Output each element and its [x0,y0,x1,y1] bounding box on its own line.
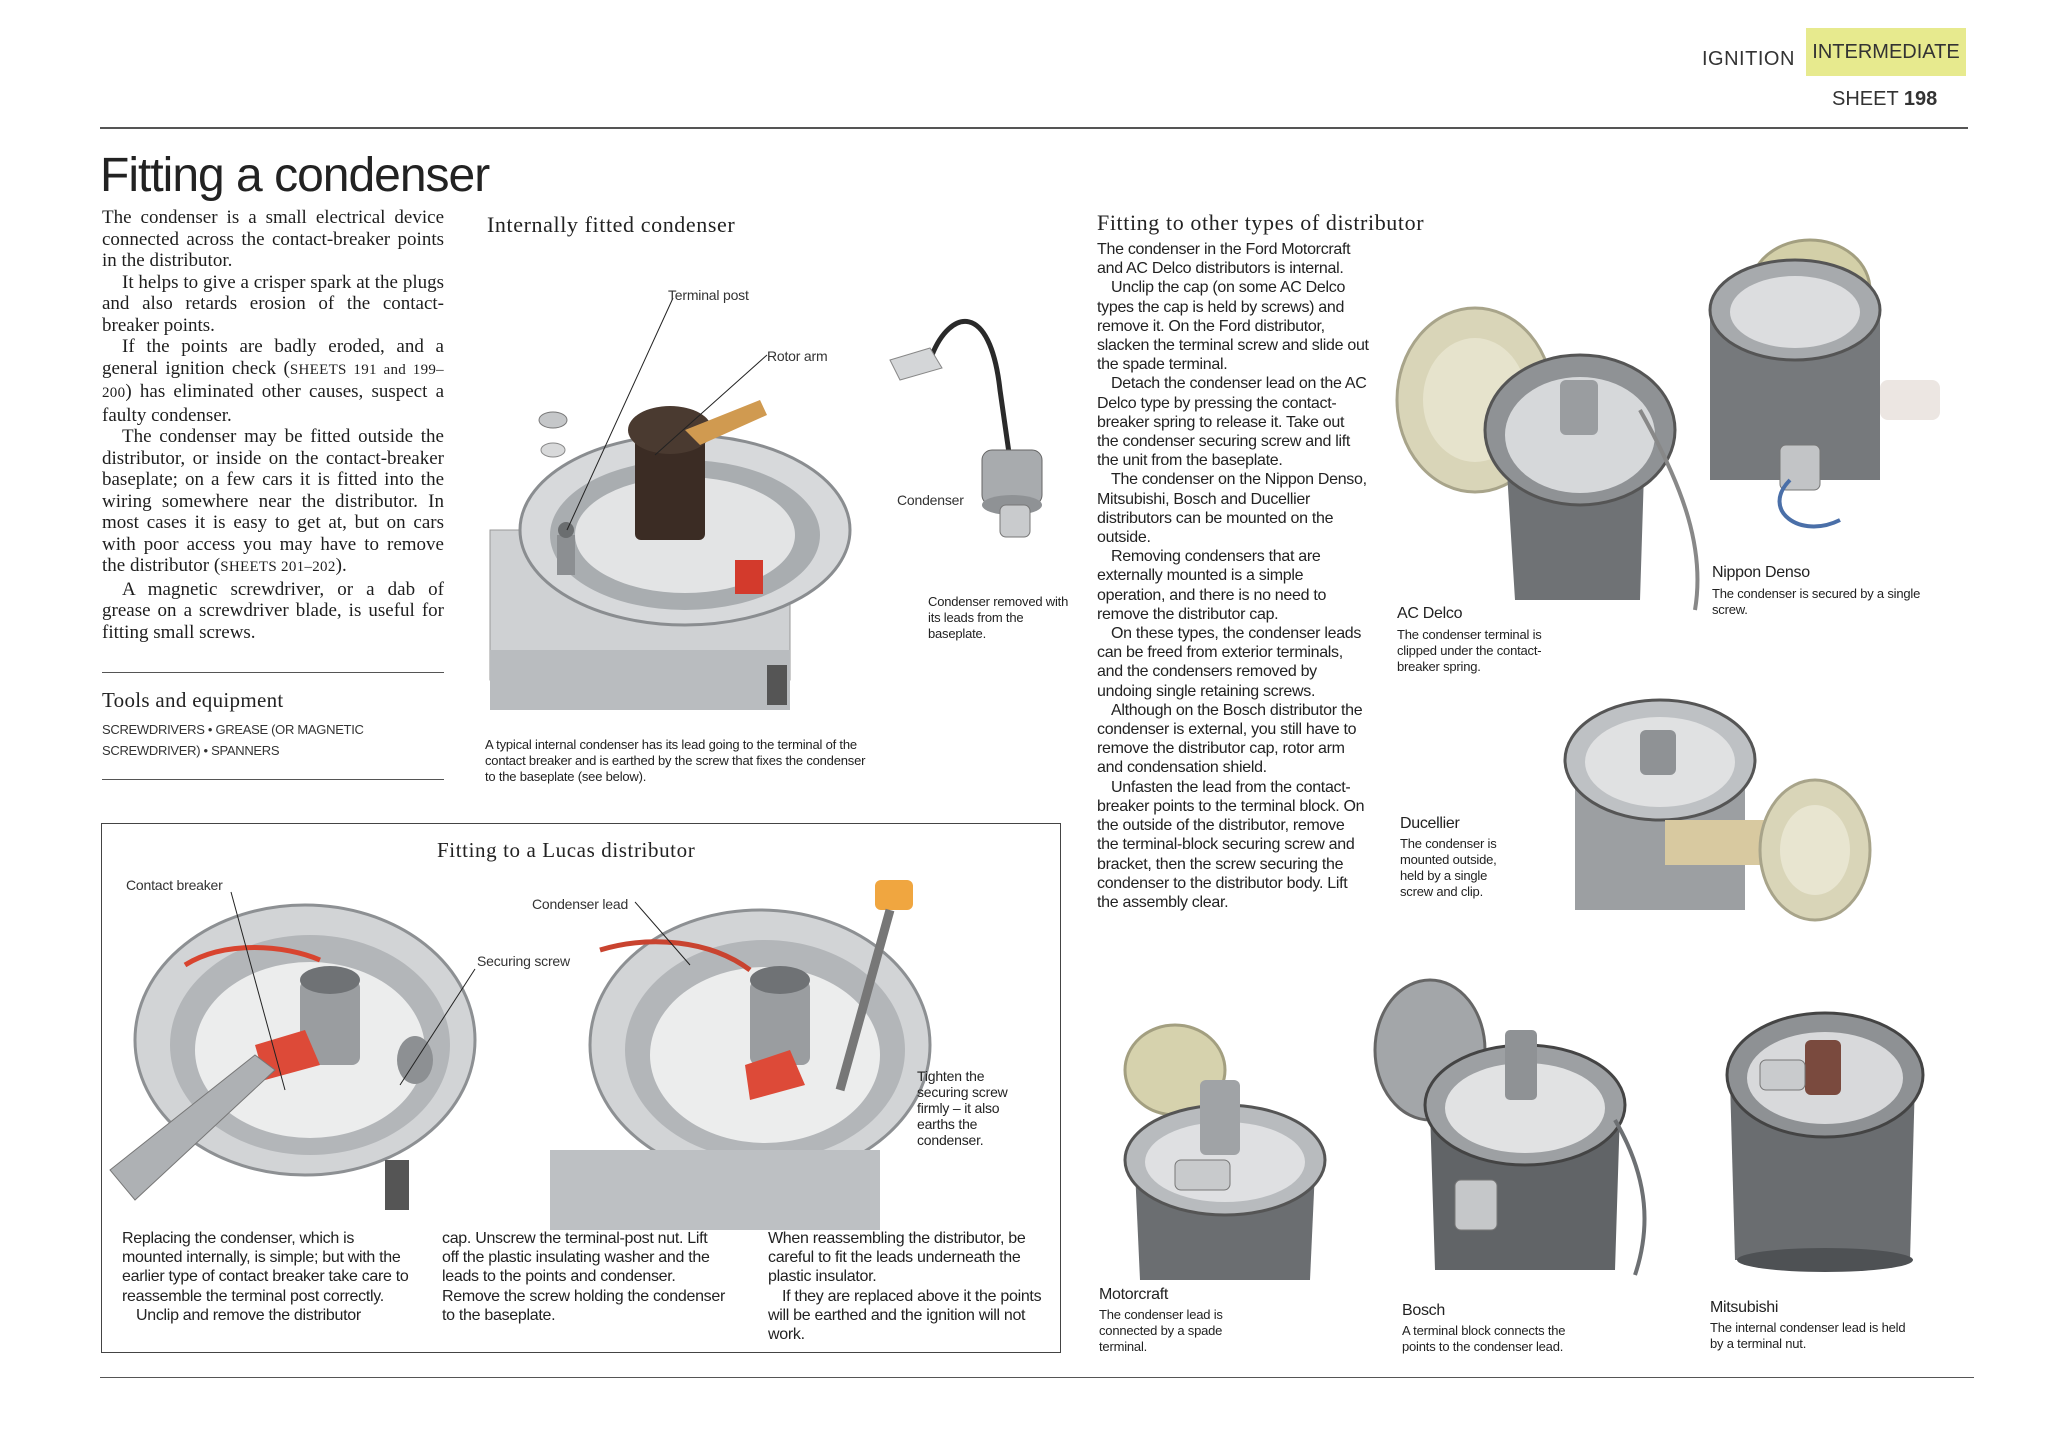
tools-line: Screwdrivers • Grease (or magnetic [102,722,364,737]
label-rotor-arm: Rotor arm [767,348,828,364]
label-terminal-post: Terminal post [668,287,749,303]
label-securing-screw: Securing screw [477,953,570,969]
lucas-text-column-2: cap. Unscrew the terminal-post nut. Lift… [442,1229,726,1325]
bosch-caption: A terminal block connects the points to … [1402,1323,1566,1354]
lucas-text-column-1: Replacing the condenser, which is mounte… [122,1229,412,1325]
label-condenser-lead: Condenser lead [532,896,629,912]
other-distributors-text: The condenser in the Ford Motorcraft and… [1097,240,1369,912]
intro-text-span: ) has eliminated other causes, suspect a… [102,381,444,426]
nippon-denso-illustration [1708,238,1940,529]
intro-paragraph: It helps to give a crisper spark at the … [102,271,444,336]
ducellier-illustration [1563,698,1872,922]
motorcraft-caption: The condenser lead is connected by a spa… [1099,1307,1223,1354]
intro-paragraph: If the points are badly eroded, and a ge… [102,336,444,426]
bosch-name: Bosch [1402,1302,1445,1319]
lucas-text-column-3: When reassembling the distributor, be ca… [768,1229,1050,1344]
intro-text-span: The condenser may be fitted outside the … [102,426,444,576]
lucas-paragraph: When reassembling the distributor, be ca… [768,1230,1026,1286]
sheet-reference: SHEETS 201–202 [220,559,336,575]
ducellier-caption: The condenser is mounted outside, held b… [1400,836,1497,899]
lucas-distributor-panel [101,823,1061,1353]
sheet-number: SHEET 198 [1832,88,1937,111]
internal-distributor-illustration [489,297,852,710]
label-tighten-screw: Tighten the securing screw firmly – it a… [917,1068,1008,1148]
label-contact-breaker: Contact breaker [126,877,223,893]
level-badge: INTERMEDIATE [1806,28,1966,76]
lucas-paragraph: Unclip and remove the distributor [136,1306,361,1324]
lucas-securing-screw-illustration [399,880,932,1230]
mitsubishi-illustration [1725,1011,1925,1272]
lucas-paragraph: If they are replaced above it the points… [768,1287,1042,1344]
caption-internal-condenser: A typical internal condenser has its lea… [485,737,866,784]
lucas-contact-breaker-illustration [109,891,477,1210]
ac-delco-name: AC Delco [1397,605,1463,622]
ducellier-name: Ducellier [1400,815,1460,832]
sheet-value: 198 [1903,88,1938,110]
page-title: Fitting a condenser [100,149,490,202]
lucas-heading: Fitting to a Lucas distributor [437,838,696,862]
other-paragraph: The condenser on the Nippon Denso, Mitsu… [1097,471,1367,547]
intro-text: The condenser is a small electrical devi… [102,207,444,643]
tools-rule-bottom [102,779,444,780]
sheet-label: SHEET [1832,88,1899,110]
other-distributors-heading: Fitting to other types of distributor [1097,210,1425,235]
tools-line: screwdriver) • Spanners [102,743,280,758]
intro-paragraph: The condenser may be fitted outside the … [102,426,444,579]
tools-heading: Tools and equipment [102,688,284,712]
footer-rule [100,1377,1974,1378]
other-paragraph: Although on the Bosch distributor the co… [1097,701,1363,777]
mitsubishi-name: Mitsubishi [1710,1299,1779,1316]
other-paragraph: The condenser in the Ford Motorcraft and… [1097,241,1351,278]
other-paragraph: On these types, the condenser leads can … [1097,625,1362,700]
ac-delco-caption: The condenser terminal is clipped under … [1397,627,1542,674]
lucas-paragraph: cap. Unscrew the terminal-post nut. Lift… [442,1230,725,1324]
sheet-reference: SHEETS 191 and 199–200 [102,361,444,402]
motorcraft-illustration [1123,1023,1327,1280]
intro-text-span: If the points are badly eroded, and a ge… [102,336,444,379]
other-paragraph: Unclip the cap (on some AC Delco types t… [1097,279,1369,374]
label-condenser: Condenser [897,492,964,508]
nippon-denso-caption: The condenser is secured by a single scr… [1712,586,1921,617]
other-paragraph: Detach the condenser lead on the AC Delc… [1097,375,1367,470]
internal-heading: Internally fitted condenser [487,212,736,237]
other-paragraph: Unfasten the lead from the contact-break… [1097,778,1365,911]
mitsubishi-caption: The internal condenser lead is held by a… [1710,1320,1906,1351]
motorcraft-name: Motorcraft [1099,1286,1169,1303]
bosch-illustration [1373,978,1647,1276]
intro-paragraph: A magnetic screwdriver, or a dab of grea… [102,578,444,643]
other-paragraph: Removing condensers that are externally … [1097,548,1327,623]
ac-delco-illustration [1395,306,1700,611]
removed-condenser-illustration [889,319,1043,538]
intro-paragraph: The condenser is a small electrical devi… [102,207,444,271]
intro-text-span: ). [335,555,347,576]
header-rule [100,127,1968,129]
lucas-paragraph: Replacing the condenser, which is mounte… [122,1230,409,1305]
nippon-denso-name: Nippon Denso [1712,564,1810,581]
caption-condenser-removed: Condenser removed with its leads from th… [928,594,1069,641]
section-label: IGNITION [1702,48,1795,70]
tools-list: Screwdrivers • Grease (or magnetic screw… [102,719,444,761]
tools-rule-top [102,672,444,673]
